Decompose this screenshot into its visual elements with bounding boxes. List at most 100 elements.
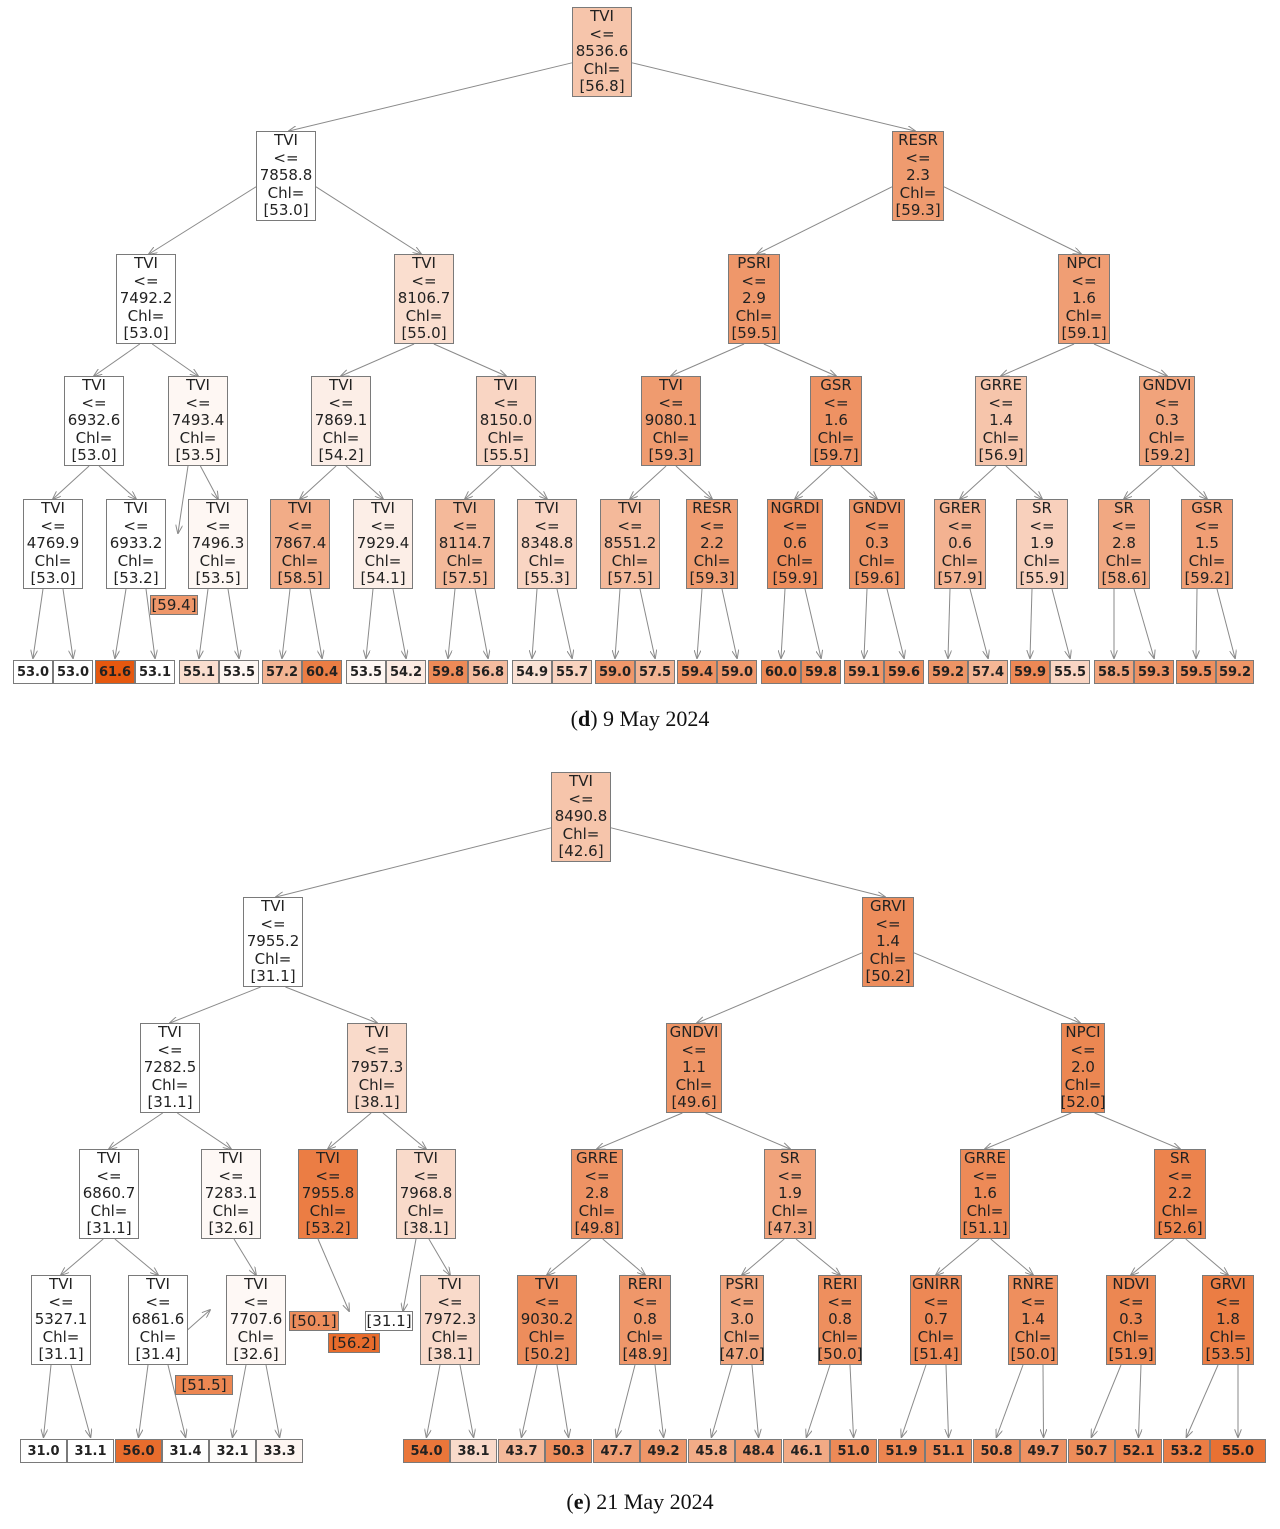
- node-chl-label: Chl=: [212, 1201, 250, 1220]
- tree-edge: [459, 1364, 474, 1437]
- leaf-value: 54.0: [403, 1439, 450, 1463]
- tree-edge: [114, 1238, 158, 1275]
- tree-edge: [943, 186, 1081, 254]
- node-chl-label: Chl=: [267, 183, 305, 202]
- leaf-value: 59.9: [1010, 660, 1050, 684]
- node-chl-label: Chl=: [139, 1327, 177, 1346]
- tree-edge: [1094, 1112, 1180, 1149]
- node-op: <=: [777, 1166, 803, 1185]
- node-chl-label: Chl=: [1188, 551, 1226, 570]
- leaf-value: 55.0: [1210, 1439, 1266, 1463]
- node-op: <=: [1111, 516, 1137, 535]
- leaf-value: 31.1: [67, 1439, 114, 1463]
- node-chl: [53.5]: [175, 446, 221, 465]
- node-op: <=: [741, 271, 767, 290]
- node-threshold: 1.8: [1216, 1310, 1240, 1329]
- node-threshold: 1.1: [682, 1058, 706, 1077]
- node-chl: [57.5]: [607, 569, 653, 588]
- node-op: <=: [40, 516, 66, 535]
- node-chl: [53.5]: [195, 569, 241, 588]
- node-chl-label: Chl=: [34, 551, 72, 570]
- leaf-value: 33.3: [256, 1439, 303, 1463]
- leaf-value: 49.2: [640, 1439, 687, 1463]
- node-op: <=: [48, 1292, 74, 1311]
- tree-edge: [1093, 343, 1167, 376]
- tree-edge: [946, 1364, 949, 1437]
- tree-edge: [1216, 588, 1235, 658]
- node-feature: TVI: [414, 1149, 438, 1168]
- leaf-value: 49.7: [1020, 1439, 1067, 1463]
- node-chl-label: Chl=: [869, 949, 907, 968]
- node-threshold: 1.6: [973, 1184, 997, 1203]
- node-chl-label: Chl=: [1209, 1327, 1247, 1346]
- node-threshold: 1.9: [778, 1184, 802, 1203]
- node-threshold: 7493.4: [171, 411, 225, 430]
- tree-edge: [510, 465, 547, 499]
- node-threshold: 0.3: [865, 534, 889, 553]
- node-feature: TVI: [535, 1275, 559, 1294]
- node-op: <=: [875, 914, 901, 933]
- node-chl-label: Chl=: [322, 428, 360, 447]
- leaf-value: 59.0: [595, 660, 635, 684]
- node-chl: [47.3]: [767, 1219, 813, 1238]
- node-chl-label: Chl=: [237, 1327, 275, 1346]
- node-chl: [49.6]: [671, 1093, 717, 1112]
- tree-edge: [807, 1364, 831, 1437]
- node-feature: PSRI: [737, 254, 771, 273]
- node-feature: TVI: [438, 1275, 462, 1294]
- node-chl-label: Chl=: [817, 428, 855, 447]
- node-chl-label: Chl=: [1014, 1327, 1052, 1346]
- node-op: <=: [699, 516, 725, 535]
- tree-edge: [265, 1364, 280, 1437]
- leaf-value: 53.0: [53, 660, 93, 684]
- floating-leaf: [31.1]: [365, 1311, 413, 1331]
- node-threshold: 7282.5: [143, 1058, 197, 1077]
- caption-e-letter: e: [573, 1489, 584, 1514]
- node-chl-label: Chl=: [151, 1075, 189, 1094]
- node-threshold: 7858.8: [259, 166, 313, 185]
- tree-edge: [697, 588, 703, 658]
- node-threshold: 8551.2: [603, 534, 657, 553]
- node-chl-label: Chl=: [858, 551, 896, 570]
- node-chl: [31.1]: [38, 1345, 84, 1364]
- node-threshold: 6861.6: [131, 1310, 185, 1329]
- node-chl: [53.2]: [113, 569, 159, 588]
- tree-edge: [948, 588, 950, 658]
- tree-edge: [1092, 1364, 1122, 1437]
- leaf-value: 31.4: [162, 1439, 209, 1463]
- node-chl-label: Chl=: [675, 1075, 713, 1094]
- leaf-value: 53.5: [219, 660, 259, 684]
- node-chl: [50.0]: [817, 1345, 863, 1364]
- node-feature: PSRI: [725, 1275, 759, 1294]
- node-feature: TVI: [365, 1023, 389, 1042]
- node-threshold: 8106.7: [397, 289, 451, 308]
- tree-edge: [44, 1364, 52, 1437]
- node-feature: TVI: [41, 499, 65, 518]
- leaf-value: 53.1: [135, 660, 175, 684]
- node-chl-label: Chl=: [358, 1075, 396, 1094]
- tree-edge: [317, 1238, 349, 1311]
- node-chl: [47.0]: [719, 1345, 765, 1364]
- node-chl: [59.2]: [1144, 446, 1190, 465]
- node-chl-label: Chl=: [578, 1201, 616, 1220]
- tree-edge: [547, 1238, 592, 1275]
- node-chl-label: Chl=: [966, 1201, 1004, 1220]
- node-chl: [51.1]: [962, 1219, 1008, 1238]
- node-chl: [55.9]: [1019, 569, 1065, 588]
- tree-edge: [233, 1364, 247, 1437]
- node-feature: SR: [780, 1149, 800, 1168]
